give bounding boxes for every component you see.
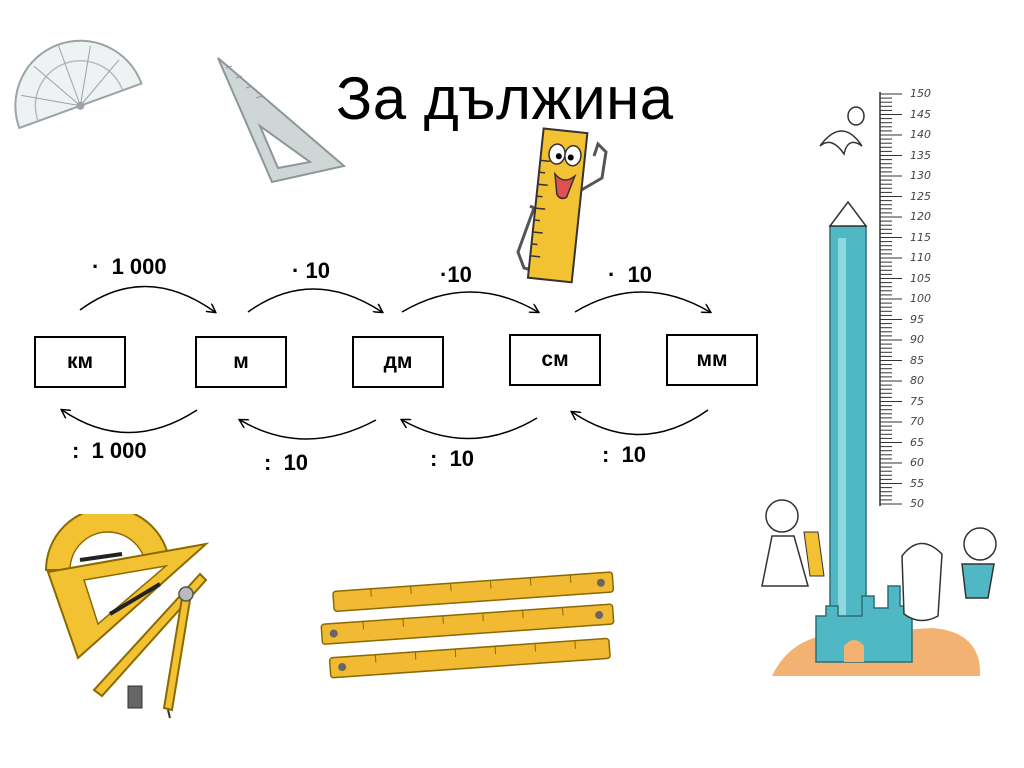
height-chart-tick-label: 55: [910, 476, 924, 490]
height-chart-tick-label: 85: [910, 353, 924, 367]
conversion-arrows: [0, 285, 780, 440]
multiply-symbol: ·: [92, 254, 100, 279]
height-chart-tick-label: 130: [910, 169, 931, 182]
height-chart-icon: 150 145 140 135 130 125 120 115 110 105 100 95 90 85 8…: [752, 86, 1022, 694]
height-chart-tick-label: 95: [910, 312, 924, 326]
unit-box-m: м: [195, 336, 287, 388]
multiply-symbol: ·: [292, 258, 300, 283]
factor-value: 10: [449, 446, 475, 471]
height-chart-tick-label: 50: [910, 497, 924, 510]
yellow-geometry-set-icon: [44, 514, 210, 719]
arrow-m-to-km: [62, 410, 198, 434]
divide-label-cm-dm: : 10: [430, 446, 474, 472]
unit-box-km: км: [34, 336, 126, 388]
arrow-km-to-m: [79, 285, 215, 312]
arrow-dm-to-m: [240, 420, 377, 440]
unit-box-dm: дм: [352, 336, 444, 388]
factor-value: 10: [283, 450, 309, 475]
height-chart-tick-label: 105: [910, 271, 931, 285]
height-chart-tick-label: 120: [910, 210, 931, 223]
height-chart-tick-label: 65: [910, 435, 924, 449]
arrow-cm-to-mm: [574, 291, 710, 312]
divide-label-mm-cm: : 10: [602, 442, 646, 468]
height-chart-tick-label: 125: [910, 189, 931, 203]
arrow-dm-to-cm: [401, 291, 538, 312]
factor-value: 10: [627, 262, 653, 287]
divide-label-dm-m: : 10: [264, 450, 308, 476]
multiply-symbol: ·: [440, 262, 448, 287]
factor-value: 10: [621, 442, 647, 467]
height-chart-tick-label: 135: [910, 148, 931, 162]
height-chart-tick-label: 60: [910, 456, 924, 469]
divide-symbol: :: [72, 438, 80, 463]
height-chart-tick-label: 75: [910, 394, 924, 408]
divide-label-m-km: : 1 000: [72, 438, 147, 464]
height-chart-tick-label: 90: [910, 333, 924, 346]
divide-symbol: :: [264, 450, 272, 475]
divide-symbol: :: [430, 446, 438, 471]
height-chart-tick-label: 115: [910, 230, 931, 244]
ruler-character-icon: [516, 127, 608, 284]
height-chart-tick-label: 110: [910, 251, 931, 264]
multiply-symbol: ·: [608, 262, 616, 287]
unit-box-mm: мм: [666, 334, 758, 386]
factor-value: 10: [305, 258, 330, 283]
height-chart-tick-label: 150: [910, 87, 931, 100]
multiply-label-cm-mm: · 10: [608, 262, 652, 288]
height-chart-tick-labels: 150 145 140 135 130 125 120 115 110 105 100 95 90 85 8…: [752, 86, 1022, 694]
set-square-icon: [217, 57, 347, 184]
page-title: За дължина: [336, 65, 674, 132]
protractor-icon: [14, 39, 143, 130]
unit-box-cm: см: [509, 334, 601, 386]
multiply-label-m-dm: · 10: [292, 258, 330, 284]
arrow-m-to-dm: [247, 288, 382, 312]
height-chart-tick-label: 140: [910, 128, 931, 141]
height-chart-tick-label: 70: [910, 415, 924, 428]
factor-value: 10: [447, 262, 472, 287]
multiply-label-km-m: · 1 000: [92, 254, 167, 280]
height-chart-tick-label: 80: [910, 374, 924, 387]
height-chart-tick-label: 145: [910, 107, 931, 121]
arrow-cm-to-dm: [402, 417, 538, 440]
arrow-mm-to-cm: [572, 409, 709, 436]
divide-symbol: :: [602, 442, 610, 467]
height-chart-tick-label: 100: [910, 292, 931, 305]
multiply-label-dm-cm: ·10: [440, 262, 472, 288]
factor-value: 1 000: [111, 254, 167, 279]
factor-value: 1 000: [91, 438, 147, 463]
folding-ruler-icon: [320, 571, 615, 679]
